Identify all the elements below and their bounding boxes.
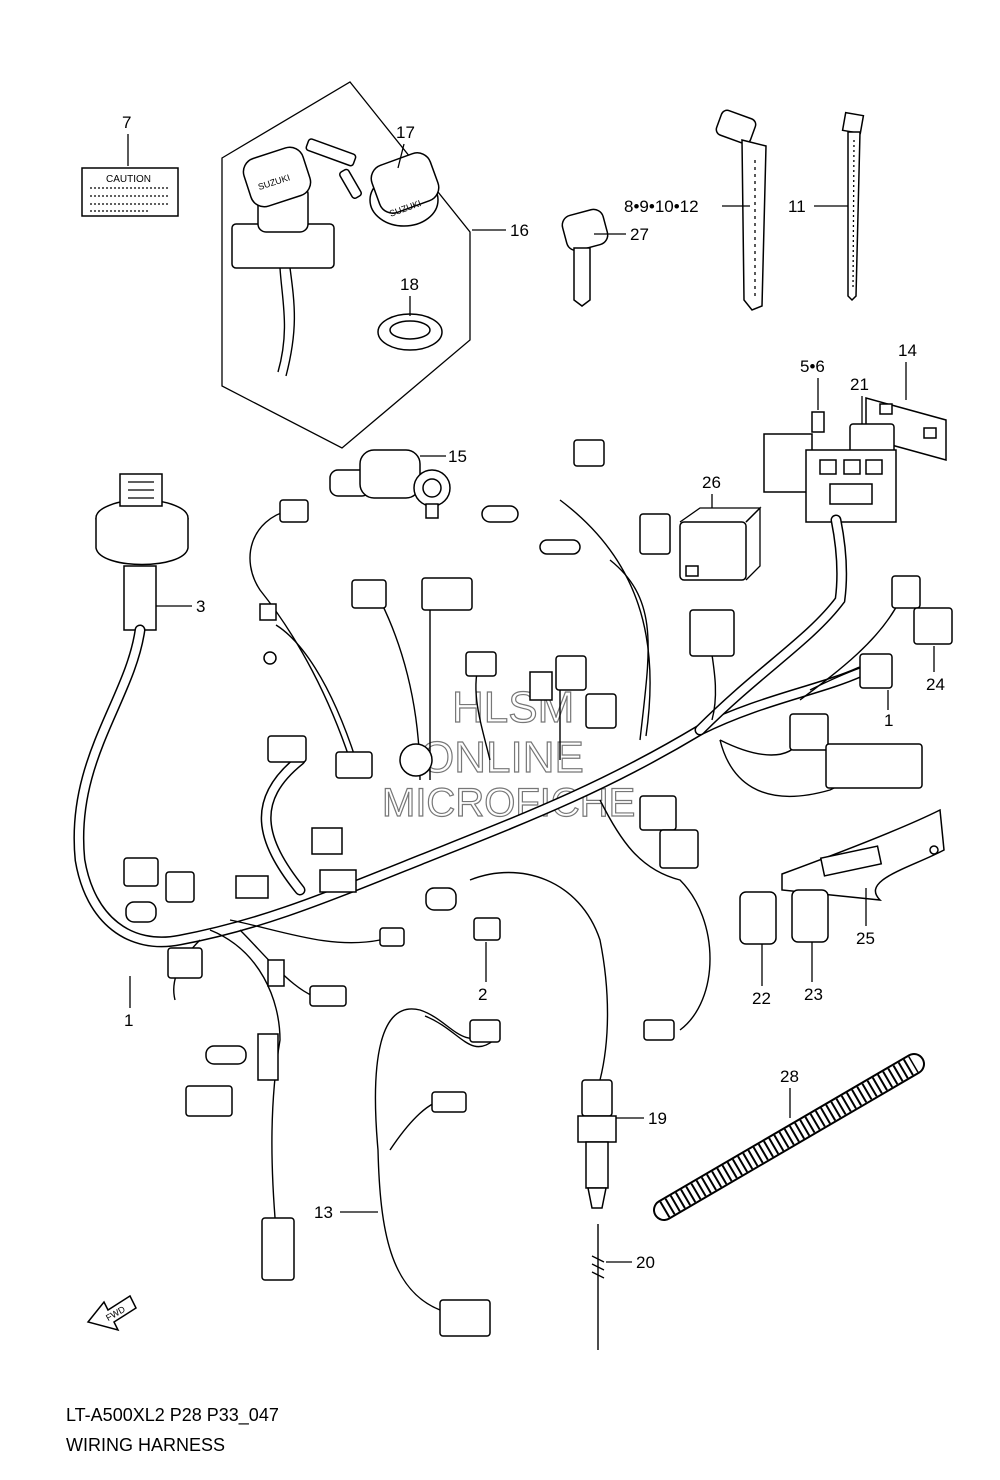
sensor-gasket-part[interactable] bbox=[591, 1224, 605, 1350]
watermark: HLSM ONLINE MICROFICHE bbox=[381, 682, 636, 825]
callout-22: 22 bbox=[752, 989, 771, 1008]
callout-2: 2 bbox=[478, 985, 487, 1004]
lock-ring-part[interactable] bbox=[377, 313, 443, 351]
diagram-footer: LT-A500XL2 P28 P33_047 WIRING HARNESS bbox=[66, 1400, 279, 1460]
ignition-switch-part[interactable]: SUZUKI bbox=[231, 138, 362, 377]
accessory-socket-part[interactable] bbox=[329, 449, 451, 519]
fuel-pump-relay-part[interactable] bbox=[679, 506, 762, 581]
callout-5-6: 5•6 bbox=[800, 357, 825, 376]
callout-7: 7 bbox=[122, 113, 131, 132]
callout-14: 14 bbox=[898, 341, 917, 360]
callout-18: 18 bbox=[400, 275, 419, 294]
main-wiring-harness-part[interactable] bbox=[73, 514, 866, 948]
fuse-part[interactable] bbox=[811, 411, 825, 433]
model-code: LT-A500XL2 P28 P33_047 bbox=[66, 1405, 279, 1425]
sub-harness-part[interactable] bbox=[374, 1008, 501, 1337]
key-cap-part[interactable]: SUZUKI bbox=[367, 149, 442, 227]
callout-17: 17 bbox=[396, 123, 415, 142]
watermark-line-2: ONLINE bbox=[420, 733, 584, 782]
callout-1-left: 1 bbox=[124, 1011, 133, 1030]
callout-3: 3 bbox=[196, 597, 205, 616]
blank-cap-part[interactable] bbox=[473, 917, 501, 941]
diagram-title: WIRING HARNESS bbox=[66, 1435, 226, 1455]
coupler-bracket-part[interactable] bbox=[781, 808, 945, 901]
callout-26: 26 bbox=[702, 473, 721, 492]
caution-label-part[interactable]: CAUTION bbox=[81, 167, 179, 217]
callout-28: 28 bbox=[780, 1067, 799, 1086]
callout-11: 11 bbox=[788, 197, 806, 216]
callout-25: 25 bbox=[856, 929, 875, 948]
fuse-box-part[interactable] bbox=[763, 433, 897, 523]
callout-23: 23 bbox=[804, 985, 823, 1004]
callout-24: 24 bbox=[926, 675, 945, 694]
coupler-cover-22-part[interactable] bbox=[739, 891, 777, 945]
oxygen-sensor-part[interactable] bbox=[577, 1079, 617, 1209]
callout-15: 15 bbox=[448, 447, 467, 466]
callout-13: 13 bbox=[314, 1203, 333, 1222]
callout-19: 19 bbox=[648, 1109, 667, 1128]
key-blank-part[interactable] bbox=[560, 207, 610, 307]
caution-label-text: CAUTION bbox=[106, 174, 151, 185]
callout-21: 21 bbox=[850, 375, 869, 394]
harness-clamp-part[interactable] bbox=[715, 109, 767, 311]
cable-tie-part[interactable] bbox=[841, 111, 865, 302]
protection-tube-part[interactable] bbox=[653, 1053, 925, 1221]
callout-27: 27 bbox=[630, 225, 649, 244]
ignition-kit-outline bbox=[221, 81, 471, 449]
main-coupler-part[interactable] bbox=[95, 473, 189, 631]
callout-8-9-10-12: 8•9•10•12 bbox=[624, 197, 699, 216]
callout-16: 16 bbox=[510, 221, 529, 240]
forward-arrow-icon: FWD bbox=[86, 1294, 137, 1332]
harness-connectors bbox=[123, 439, 953, 1281]
watermark-line-1: HLSM bbox=[452, 683, 574, 732]
callout-1-right: 1 bbox=[884, 711, 893, 730]
coupler-cover-23-part[interactable] bbox=[791, 889, 829, 943]
callout-20: 20 bbox=[636, 1253, 655, 1272]
